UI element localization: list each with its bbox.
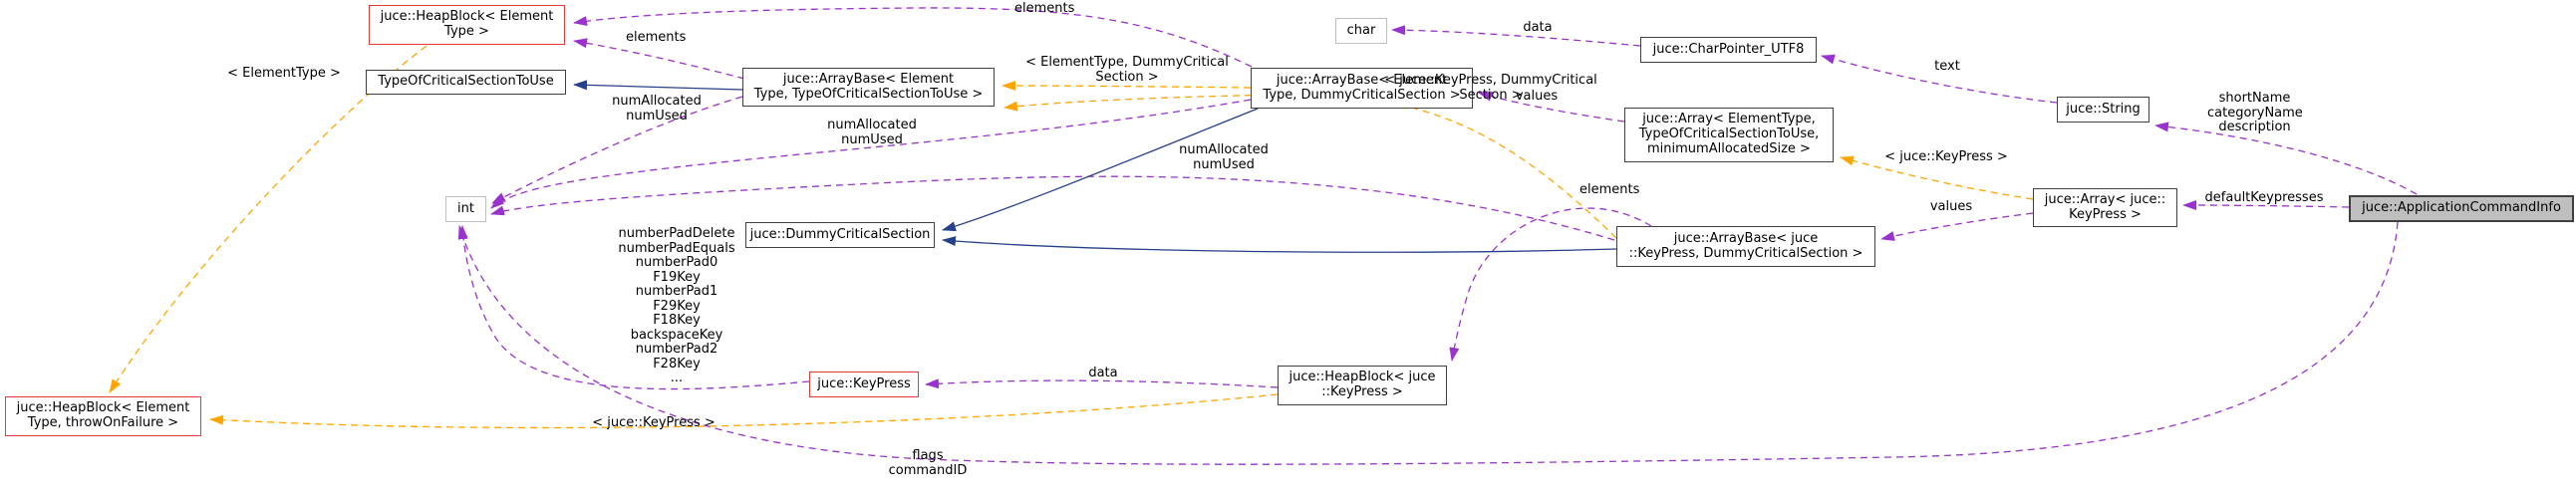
edge-data-charpointer-to-char <box>1391 25 1641 47</box>
edge-flags-appinfo-to-int <box>457 221 2399 465</box>
edge-template-arraybasedummy-to-arraybase <box>1002 81 1252 92</box>
edge-numused-arraybasekp-to-int <box>490 175 1615 241</box>
node-array-keypress[interactable]: juce::Array< juce:: KeyPress > <box>2033 188 2177 227</box>
edge-numused-arraybasedummy-to-int <box>490 99 1252 209</box>
node-applicationcommandinfo: juce::ApplicationCommandInfo <box>2349 195 2574 222</box>
node-heapblock-throwonfailure[interactable]: juce::HeapBlock< Element Type, throwOnFa… <box>5 396 201 436</box>
node-charpointer-utf8[interactable]: juce::CharPointer_UTF8 <box>1640 37 1817 63</box>
edge-elements-arraybasedummy-to-heapblock <box>573 7 1253 68</box>
node-heapblock-keypress[interactable]: juce::HeapBlock< juce ::KeyPress > <box>1278 366 1447 405</box>
edge-template-heapblock-to-heapblockthrow <box>109 45 428 393</box>
node-heapblock-elementtype[interactable]: juce::HeapBlock< Element Type > <box>369 5 565 45</box>
node-array-elementtype[interactable]: juce::Array< ElementType, TypeOfCritical… <box>1624 108 1834 162</box>
node-int: int <box>445 196 486 222</box>
edge-names-appinfo-to-string <box>2154 122 2418 195</box>
edge-template-arraybasekp-to-arraybase <box>1003 94 1617 239</box>
node-typeofcriticalsectiontouse[interactable]: TypeOfCriticalSectionToUse <box>366 70 566 95</box>
node-arraybase-elementtype-dummycs[interactable]: juce::ArrayBase< Element Type, DummyCrit… <box>1251 68 1473 109</box>
edge-elements-arraybase-to-heapblock <box>573 38 745 80</box>
node-dummycriticalsection[interactable]: juce::DummyCriticalSection <box>745 222 935 248</box>
node-keypress[interactable]: juce::KeyPress <box>809 372 919 397</box>
node-string[interactable]: juce::String <box>2057 97 2149 123</box>
edge-text-string-to-charpointer <box>1821 54 2058 104</box>
edge-keyconstants-keypress-to-int <box>457 225 810 390</box>
node-arraybase-elementtype-typeofcs[interactable]: juce::ArrayBase< Element Type, TypeOfCri… <box>742 68 995 107</box>
edge-numused-arraybase-to-int <box>491 96 743 204</box>
edge-defaultkeypresses-appinfo-to-array <box>2182 200 2350 211</box>
node-arraybase-keypress-dummycs[interactable]: juce::ArrayBase< juce ::KeyPress, DummyC… <box>1616 226 1875 267</box>
edge-data-heapblockkp-to-keypress <box>925 378 1279 389</box>
edge-inherit-arraybasedummy-to-dummycs <box>942 108 1259 232</box>
edge-inherit-arraybase-to-typeofcs <box>573 80 743 91</box>
edge-template-heapblockkp-to-heapblockthrow <box>209 393 1279 429</box>
edge-values-array-to-arraybasedummy <box>1478 92 1625 123</box>
edge-values-arraykp-to-arraybasekp <box>1880 212 2034 241</box>
edge-elements-arraybasekp-to-heapblockkp <box>1449 207 1652 362</box>
edge-inherit-arraybasekp-to-dummycs <box>942 236 1617 253</box>
node-char: char <box>1335 18 1387 44</box>
edge-template-arraykp-to-array <box>1840 155 2034 200</box>
